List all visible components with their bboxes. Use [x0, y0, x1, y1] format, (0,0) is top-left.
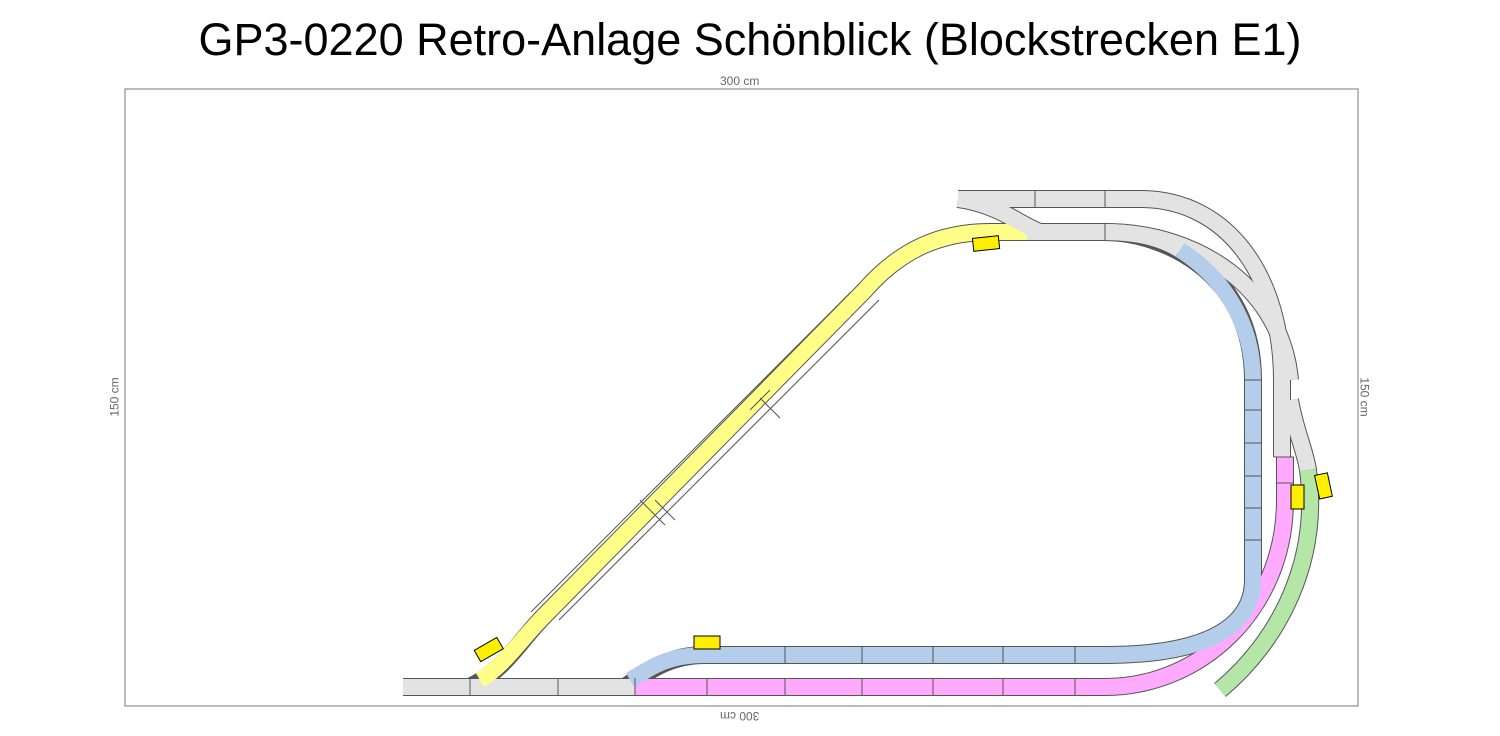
crossover-top	[956, 191, 1043, 240]
locomotives	[473, 235, 1333, 663]
loco-icon	[1290, 484, 1305, 510]
turnout-green	[1282, 398, 1316, 472]
bridge	[530, 291, 880, 621]
loco-icon	[971, 235, 1001, 252]
loco-icon	[473, 636, 504, 663]
block-green	[1214, 468, 1319, 697]
block-blue	[625, 243, 1261, 687]
track-joints	[469, 190, 1294, 696]
baseboard-outline	[124, 88, 1359, 707]
loco-icon	[1314, 472, 1333, 500]
loco-icon	[693, 635, 721, 650]
page-title: GP3-0220 Retro-Anlage Schönblick (Blocks…	[198, 14, 1302, 65]
block-yellow	[475, 224, 1027, 687]
width-label-top: 300 cm	[720, 74, 760, 88]
